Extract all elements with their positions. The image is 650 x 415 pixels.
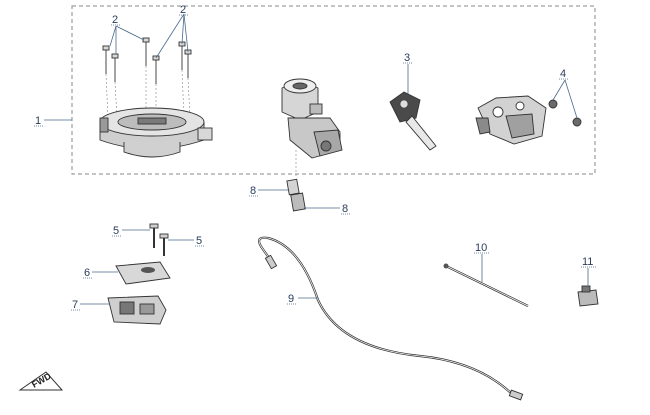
leader-lines xyxy=(44,13,589,305)
rod-part-10[interactable] xyxy=(443,263,529,307)
ignition-switch-assembly[interactable] xyxy=(281,78,343,178)
callout-11[interactable]: 11 xyxy=(582,256,593,268)
key-part-3[interactable] xyxy=(389,91,437,151)
callout-6[interactable]: 6 xyxy=(84,267,90,279)
callout-5-right[interactable]: 5 xyxy=(196,235,202,247)
lock-body-part-7[interactable] xyxy=(107,295,167,325)
fuel-cap-assembly-part-1[interactable] xyxy=(99,107,213,158)
cable-part-9[interactable] xyxy=(258,236,524,401)
callout-9[interactable]: 9 xyxy=(288,293,294,305)
callout-7[interactable]: 7 xyxy=(72,299,78,311)
bracket-part-4[interactable] xyxy=(475,95,582,145)
callout-underlines xyxy=(34,14,596,311)
screw-set-part-5[interactable] xyxy=(149,223,169,256)
callout-8-top[interactable]: 8 xyxy=(250,185,256,197)
callout-3[interactable]: 3 xyxy=(404,52,410,64)
callout-10[interactable]: 10 xyxy=(475,242,487,254)
fwd-marker: FWD xyxy=(18,371,64,391)
callout-8-bottom[interactable]: 8 xyxy=(342,203,348,215)
callout-2-left[interactable]: 2 xyxy=(112,14,118,26)
callout-4[interactable]: 4 xyxy=(560,68,566,80)
holder-plate-part-6[interactable] xyxy=(115,261,171,285)
clip-part-11[interactable] xyxy=(577,285,599,307)
connector-part-8[interactable] xyxy=(286,178,306,212)
forward-arrow-icon xyxy=(18,371,64,391)
callout-2-right[interactable]: 2 xyxy=(180,4,186,16)
assembly-group-border xyxy=(71,5,596,175)
callout-labels: 1 2 2 3 4 5 5 6 7 8 8 9 10 11 xyxy=(35,4,593,311)
callout-5-left[interactable]: 5 xyxy=(113,225,119,237)
callout-1[interactable]: 1 xyxy=(35,115,41,127)
